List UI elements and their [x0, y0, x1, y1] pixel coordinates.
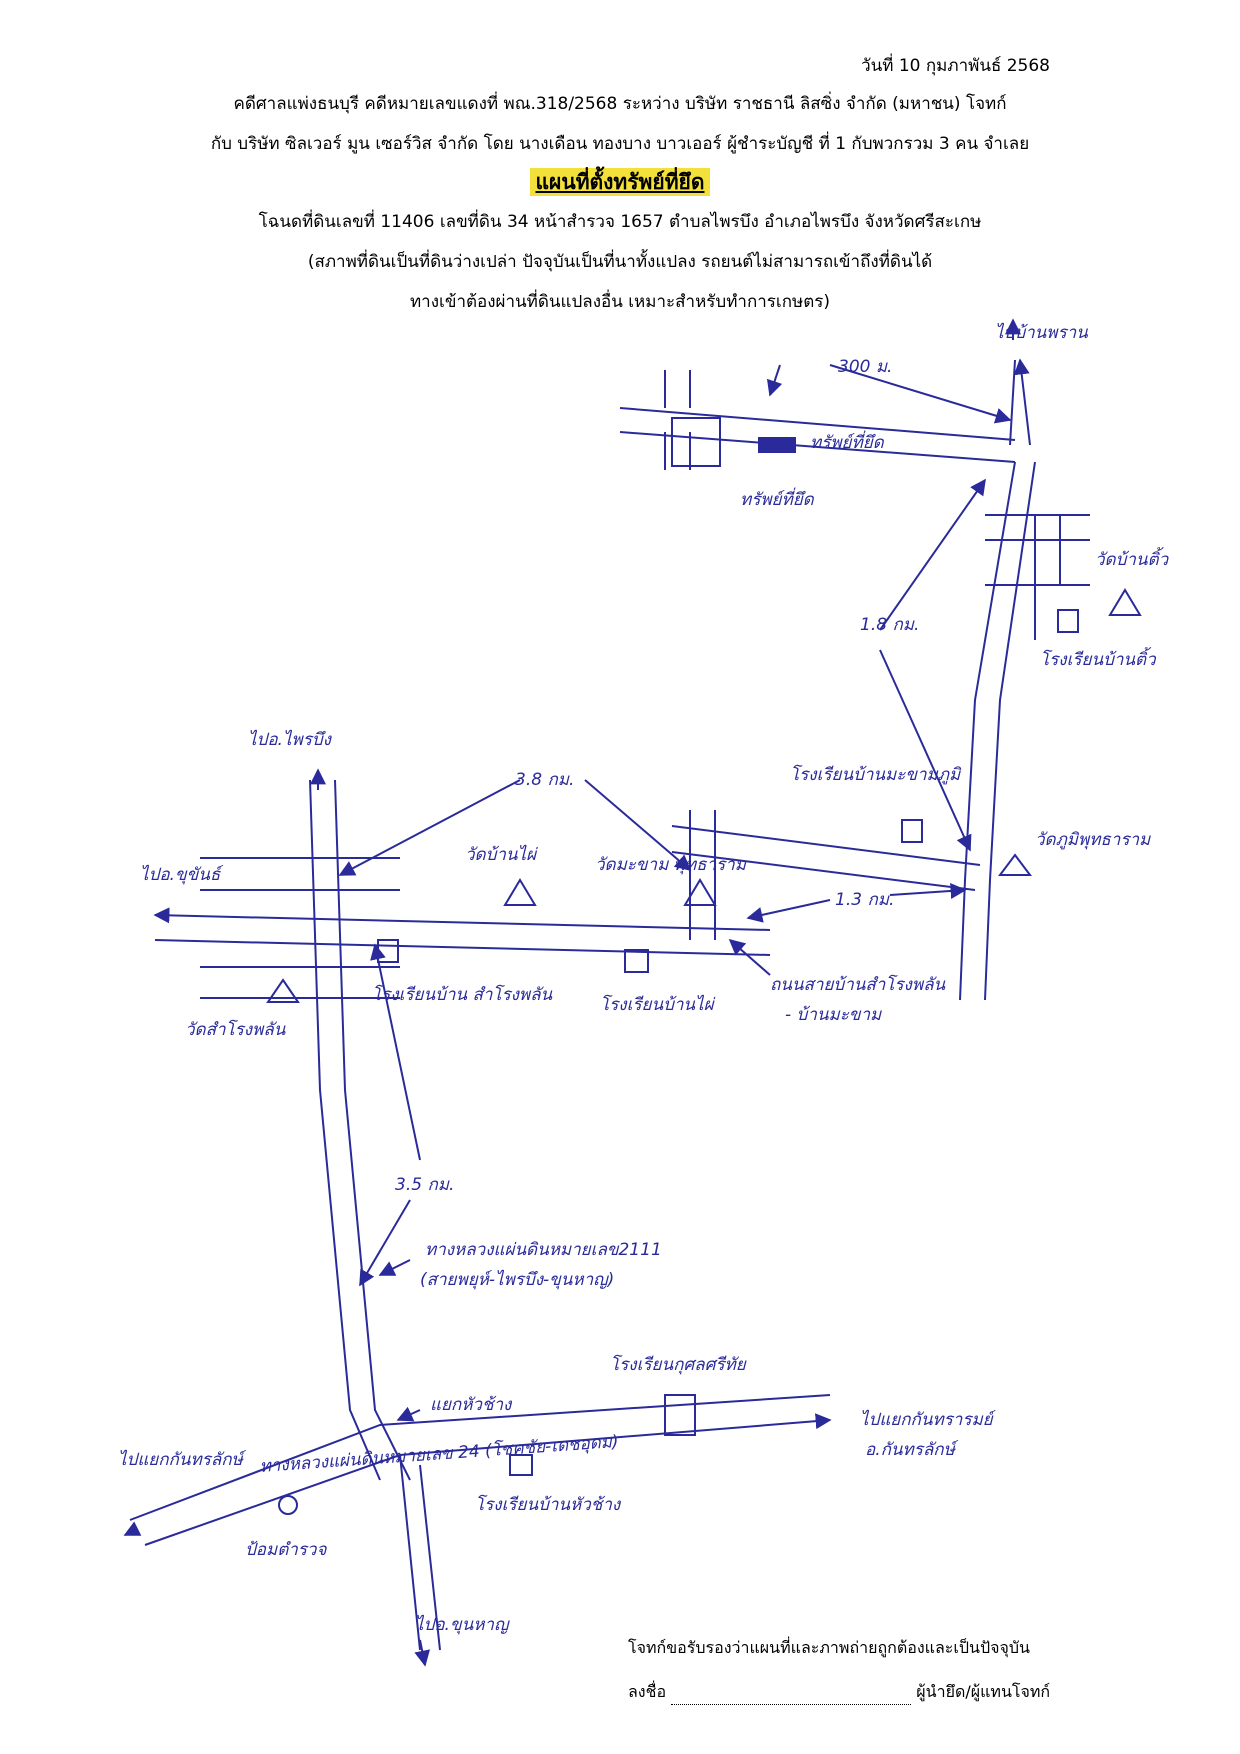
label-wat-makham: วัดมะขาม พุทธาราม	[595, 855, 747, 875]
road-north-south	[959, 461, 1036, 1001]
temple-icon-makham	[683, 878, 717, 906]
label-to-khukhan: ไปอ.ขุขันธ์	[140, 864, 224, 885]
pointer-3-8km-a	[338, 779, 521, 876]
arrow-khunhan	[414, 1639, 431, 1667]
label-junction-hua-chang: แยกหัวช้าง	[430, 1395, 513, 1415]
pointer-1-8km-b	[879, 649, 972, 852]
label-3-5km: 3.5 กม.	[395, 1175, 454, 1195]
label-road-samrong-phon: ถนนสายบ้านสำโรงพลัน	[770, 974, 945, 995]
label-school-ban-tio: โรงเรียนบ้านติ้ว	[1040, 646, 1157, 670]
temple-icon-phai	[503, 878, 537, 906]
case-line-1: คดีศาลแพ่งธนบุรี คดีหมายเลขแดงที่ พณ.318…	[233, 94, 1007, 114]
school-icon-kusuman	[664, 1394, 696, 1436]
pointer-3-8km-b	[584, 779, 692, 872]
signature-row: ลงชื่อ ผู้นำยึด/ผู้แทนโจทก์	[628, 1680, 1050, 1705]
road-to-ban-phran	[1010, 360, 1030, 446]
road-top-west	[619, 407, 1016, 463]
pointer-300m-left	[766, 364, 783, 397]
label-to-phrai-bueng: ไปอ.ไพรบึง	[248, 729, 333, 750]
label-school-ban-phai: โรงเรียนบ้านไผ่	[600, 994, 716, 1015]
road-makham-phumi	[671, 825, 981, 891]
temple-icon-samrong	[266, 978, 300, 1003]
label-wat-ban-phai: วัดบ้านไผ่	[465, 844, 538, 865]
temple-icon-phumi	[998, 853, 1032, 876]
road-top-verticals	[664, 370, 691, 470]
highway-24	[129, 1394, 830, 1546]
label-school-samrong-phon: โรงเรียนบ้าน สำโรงพลัน	[372, 984, 553, 1005]
case-line-2: กับ บริษัท ซิลเวอร์ มูน เซอร์วิส จำกัด โ…	[210, 134, 1030, 154]
road-samrong-phon	[155, 915, 771, 956]
grid-ban-tio	[985, 514, 1090, 640]
school-icon-hua-chang	[509, 1454, 533, 1476]
block-top-left	[671, 417, 721, 467]
map-title: แผนที่ตั้งทรัพย์ที่ยึด	[529, 168, 711, 196]
title-container: แผนที่ตั้งทรัพย์ที่ยึด	[0, 168, 1240, 196]
pointer-junction	[396, 1406, 421, 1422]
temple-icon-tio	[1108, 588, 1142, 616]
pointer-300m	[829, 364, 1012, 424]
school-icon-makham	[901, 819, 923, 843]
label-highway-2111-2: (สายพยุห์-ไพรบึง-ขุนหาญ)	[420, 1269, 614, 1290]
label-highway-24: ทางหลวงแผ่นดินหมายเลข 24 (โชคชัย-เดชอุดม…	[259, 1431, 619, 1477]
road-to-khunhan	[399, 1454, 441, 1651]
label-school-makham-phu: โรงเรียนบ้านมะขามภูมิ	[790, 764, 962, 785]
label-to-amphoe-kantharalak: อ.กันทรลักษ์	[865, 1440, 959, 1460]
label-wat-samrong-phon: วัดสำโรงพลัน	[185, 1019, 286, 1040]
label-1-8km: 1.8 กม.	[860, 615, 919, 635]
pointer-3-5km-b	[359, 1199, 411, 1287]
pointer-3-5km-a	[370, 943, 421, 1161]
highway-24-west	[123, 1521, 142, 1536]
pointer-1-8km-a	[879, 478, 986, 631]
pointer-2111	[378, 1259, 411, 1276]
signature-line	[671, 1690, 912, 1705]
label-police-station: ป้อมตำรวจ	[245, 1540, 327, 1560]
document-date: วันที่ 10 กุมภาพันธ์ 2568	[861, 56, 1050, 76]
road-makham-verticals	[689, 810, 716, 940]
label-school-kusuman: โรงเรียนกุศลศรีทัย	[610, 1354, 747, 1375]
school-icon-phai	[624, 949, 649, 973]
label-to-ban-phran: ไปบ้านพราน	[995, 322, 1088, 343]
land-condition-1: (สภาพที่ดินเป็นที่ดินว่างเปล่า ปัจจุบันเ…	[307, 252, 933, 272]
road-samrong-cross	[200, 857, 400, 999]
police-icon	[278, 1495, 298, 1515]
label-to-khunhan: ไปอ.ขุนหาญ	[415, 1614, 510, 1635]
school-icon-samrong	[377, 939, 399, 963]
label-property-b: ทรัพย์ที่ยึด	[740, 487, 815, 510]
label-road-samrong-phon-2: - บ้านมะขาม	[785, 1005, 882, 1025]
label-to-yaek-kanthararom: ไปแยกกันทรารมย์	[860, 1409, 997, 1430]
signer-role: ผู้นำยึด/ผู้แทนโจทก์	[916, 1682, 1051, 1701]
land-condition-2: ทางเข้าต้องผ่านที่ดินแปลงอื่น เหมาะสำหรั…	[409, 292, 831, 312]
label-to-yaek-kantharalak: ไปแยกกันทรลักษ์	[118, 1449, 247, 1470]
label-wat-ban-tio: วัดบ้านติ้ว	[1095, 546, 1170, 570]
road-phrai-bueng	[309, 779, 411, 1481]
pointer-1-3km-b	[889, 882, 967, 899]
pointer-road-sign	[728, 938, 771, 976]
label-school-hua-chang: โรงเรียนบ้านหัวช้าง	[475, 1494, 622, 1515]
label-wat-phumi: วัดภูมิพุทธาราม	[1035, 830, 1151, 850]
deed-info: โฉนดที่ดินเลขที่ 11406 เลขที่ดิน 34 หน้า…	[258, 212, 982, 232]
label-property-a: ทรัพย์ที่ยึด	[810, 430, 885, 453]
label-1-3km: 1.3 กม.	[835, 890, 894, 910]
label-300m: 300 ม.	[838, 357, 892, 377]
label-highway-2111: ทางหลวงแผ่นดินหมายเลข2111	[425, 1240, 662, 1260]
sign-label: ลงชื่อ	[628, 1682, 667, 1701]
label-3-8km: 3.8 กม.	[515, 770, 574, 790]
certification-text: โจทก์ขอรับรองว่าแผนที่และภาพถ่ายถูกต้องแ…	[628, 1638, 1030, 1657]
property-marker	[758, 437, 796, 453]
pointer-1-3km-a	[746, 899, 831, 923]
school-icon-tio	[1057, 609, 1079, 633]
